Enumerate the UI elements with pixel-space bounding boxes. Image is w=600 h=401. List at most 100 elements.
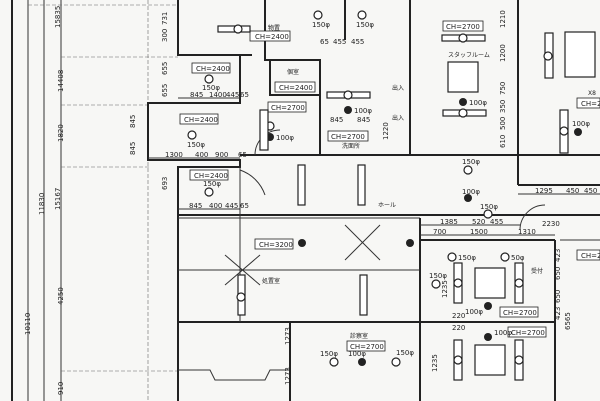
downlight-icon	[459, 98, 467, 106]
dimension-label: 900	[215, 151, 228, 159]
ac-cassette-icon	[447, 61, 479, 93]
diameter-label: 100φ	[354, 107, 372, 115]
ceiling-height-label: CH=2400	[196, 65, 230, 73]
ac-cassette-icon	[564, 31, 596, 78]
dimension-label: 700	[433, 228, 446, 236]
dimension-label: 65	[320, 38, 329, 46]
ceiling-height-label: CH=2700	[331, 133, 365, 141]
downlight-icon	[313, 10, 323, 20]
downlight-icon	[431, 279, 441, 289]
dimension-label: 1295	[535, 187, 553, 195]
dimension-label: 1300	[165, 151, 183, 159]
dimension-label: 6565	[564, 312, 572, 330]
fluorescent-light-icon	[297, 164, 306, 206]
downlight-icon	[187, 130, 197, 140]
ceiling-height-label: CH=2400	[279, 84, 313, 92]
downlight-icon	[484, 302, 492, 310]
downlight-icon	[463, 165, 473, 175]
dimension-label: 10110	[24, 313, 32, 335]
ceiling-fan-icon	[224, 254, 261, 286]
room-label: ホール	[378, 202, 396, 209]
dimension-label: 610	[499, 135, 507, 148]
diameter-label: 150φ	[320, 350, 338, 358]
dimension-label: 845	[357, 116, 370, 124]
dimension-label: 650	[554, 290, 562, 303]
room-label: スタッフルーム	[448, 51, 490, 59]
ceiling-fan-icon	[344, 224, 381, 261]
dimension-label: 220	[452, 312, 465, 320]
dimension-label: 423	[554, 249, 562, 262]
dimension-label: 1310	[518, 228, 536, 236]
ceiling-height-label: CH=3200	[259, 241, 293, 249]
dimension-label: 1500	[470, 228, 488, 236]
dimension-label: 693	[161, 177, 169, 190]
ceiling-height-label: CH=2	[581, 100, 600, 108]
diameter-label: 100φ	[348, 350, 366, 358]
dimension-label: 450	[566, 187, 579, 195]
room-labels: 物置 個室 洗面所 スタッフルーム X8 ホール 処置室 受付 診察室 出入 出…	[262, 24, 596, 340]
dimension-label: 455	[333, 38, 346, 46]
dimension-label: 2230	[542, 220, 560, 228]
dimension-label: 455	[351, 38, 364, 46]
dimension-label: 445	[226, 91, 239, 99]
guide-lines	[11, 0, 178, 401]
diameter-label: 150φ	[429, 272, 447, 280]
downlight-icon	[344, 106, 352, 114]
ceiling-height-label: CH=2700	[446, 23, 480, 31]
diameter-label: 100φ	[465, 308, 483, 316]
dimension-label: 1385	[440, 218, 458, 226]
dimension-label: 15835	[54, 6, 62, 28]
dimension-label: 15167	[54, 188, 62, 210]
fluorescent-light-icon	[357, 164, 366, 206]
dimension-label: 845	[129, 115, 137, 128]
ceiling-height-label: CH=2400	[255, 33, 289, 41]
dimension-label: 220	[452, 324, 465, 332]
room-label: 洗面所	[342, 142, 360, 150]
dimension-label: 845	[129, 142, 137, 155]
diameter-label: 150φ	[203, 180, 221, 188]
dimension-label: 1235	[441, 280, 449, 298]
downlight-icon	[357, 10, 367, 20]
ceiling-height-labels: CH=2400 CH=2400 CH=2400 CH=2400 CH=2400 …	[179, 20, 600, 352]
diameter-label: 100φ	[572, 120, 590, 128]
ac-cassette-icon	[474, 344, 506, 376]
dimension-label: 731	[161, 12, 169, 25]
room-label: 処置室	[262, 277, 280, 285]
dimension-label: 300	[161, 29, 169, 42]
dimension-label: 910	[57, 382, 65, 395]
dimension-label: 11830	[38, 193, 46, 215]
downlight-icon	[464, 194, 472, 202]
downlight-icon	[484, 333, 492, 341]
diameter-label: 150φ	[396, 349, 414, 357]
dimension-label: 650	[554, 267, 562, 280]
fluorescent-light-icon	[259, 109, 269, 151]
ac-cassette-icon	[474, 267, 506, 299]
dimension-label: 845	[189, 202, 202, 210]
diameter-label: 100φ	[469, 99, 487, 107]
dimension-label: 1400	[209, 91, 227, 99]
room-label: 出入	[392, 114, 404, 122]
downlight-icon	[406, 239, 414, 247]
dimension-label: 655	[161, 84, 169, 97]
dimension-label: 845	[190, 91, 203, 99]
fluorescent-light-icon	[359, 274, 368, 316]
dimension-label: 1273	[284, 367, 292, 385]
downlight-icon	[358, 358, 366, 366]
dimension-label: 1273	[284, 327, 292, 345]
room-label: 個室	[287, 68, 299, 76]
diameter-label: 100φ	[462, 188, 480, 196]
fixture-diameter-labels: 150φ 150φ 150φ 150φ 150φ 100φ 100φ 100φ …	[187, 21, 590, 358]
dimension-label: 1200	[499, 44, 507, 62]
dimension-label: 4250	[57, 287, 65, 305]
downlight-icon	[204, 74, 214, 84]
dimension-label: 1220	[382, 122, 390, 140]
downlight-icon	[329, 357, 339, 367]
dimension-label: 455	[490, 218, 503, 226]
dimension-label: 14408	[57, 70, 65, 92]
room-label: X8	[588, 90, 596, 97]
diameter-label: 150φ	[458, 254, 476, 262]
dimension-label: 350	[499, 100, 507, 113]
dimension-label: 1210	[499, 10, 507, 28]
diameter-label: 150φ	[356, 21, 374, 29]
